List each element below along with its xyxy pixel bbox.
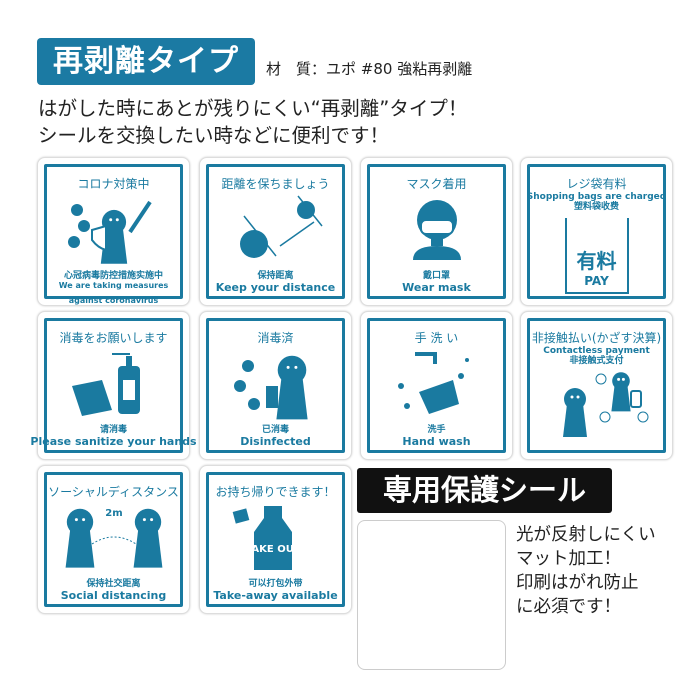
- sticker-title: 手 洗 い: [414, 331, 459, 345]
- sticker-caption: We are taking measures: [58, 281, 169, 290]
- sticker-caption: 保持社交距离: [86, 579, 141, 589]
- sticker-title: レジ袋有料: [566, 177, 627, 191]
- sticker-caption: against coronavirus: [68, 296, 159, 305]
- sticker-subtitle: Shopping bags are charged: [526, 192, 667, 202]
- takeout-label: TAKE OUT: [245, 544, 300, 555]
- sticker-caption: 洗手: [427, 425, 446, 435]
- sticker-title: ソーシャルディスタンス: [48, 485, 179, 499]
- sticker-title: 距離を保ちましょう: [221, 177, 330, 191]
- bag-sub: PAY: [584, 274, 609, 288]
- footprints-distance-icon: [209, 192, 342, 268]
- note-line: に必須です！: [516, 597, 621, 617]
- sticker-caption: Social distancing: [60, 589, 167, 602]
- contactless-payment-icon: [530, 366, 663, 444]
- sticker-subtitle: 非接触式支付: [569, 356, 624, 366]
- sticker-caption: 心冠病毒防控措施实施中: [63, 271, 163, 281]
- sticker-title: 非接触払い(かざす決算): [531, 331, 662, 345]
- note-line: 印刷はがれ防止: [516, 573, 639, 593]
- knight-virus-icon: [47, 192, 180, 268]
- sticker-caption: Disinfected: [240, 435, 311, 448]
- social-distance-icon: 2m: [47, 500, 180, 576]
- sanitizer-hands-icon: [47, 346, 180, 422]
- type-badge: 再剥離タイプ: [37, 38, 255, 85]
- takeout-bag-icon: TAKE OUT: [209, 500, 342, 576]
- spray-person-icon: [209, 346, 342, 422]
- lead-line-1: はがした時にあとが残りにくい“再剥離”タイプ！: [38, 97, 468, 120]
- protect-badge: 専用保護シール: [357, 468, 612, 513]
- sticker-title: お持ち帰りできます！: [215, 485, 336, 499]
- sticker-title: 消毒をお願いします: [59, 331, 168, 345]
- sticker-title: 消毒済: [257, 331, 294, 345]
- protect-sticker-sample: [357, 520, 506, 670]
- handwash-icon: [370, 346, 503, 422]
- sticker-caption: Keep your distance: [215, 281, 336, 294]
- sticker-caption: 已消毒: [261, 425, 289, 435]
- sticker-caption: Hand wash: [402, 435, 471, 448]
- bag-text: 有料: [576, 249, 617, 273]
- sticker-subtitle: 塑料袋收费: [573, 202, 619, 212]
- sticker-title: マスク着用: [406, 177, 467, 191]
- distance-label: 2m: [105, 508, 122, 519]
- sticker-caption: Wear mask: [402, 281, 471, 294]
- sticker-caption: 可以打包外带: [248, 579, 303, 589]
- sticker-caption: 保持距离: [257, 271, 294, 281]
- sticker-caption: Please sanitize your hands: [30, 435, 197, 448]
- sticker-caption: 戴口罩: [422, 271, 450, 281]
- sticker-title: コロナ対策中: [77, 177, 150, 191]
- note-line: マット加工！: [516, 549, 621, 569]
- mask-person-icon: [370, 192, 503, 268]
- sticker-subtitle: Contactless payment: [543, 346, 650, 356]
- sticker-caption: Take-away available: [213, 589, 338, 602]
- protect-note: 光が反射しにくい マット加工！ 印刷はがれ防止 に必須です！: [516, 523, 656, 619]
- lead-line-2: シールを交換したい時などに便利です！: [38, 124, 390, 147]
- material-text: 材 質：ユポ #80 強粘再剥離: [266, 60, 473, 78]
- sticker-caption: 请消毒: [99, 425, 127, 435]
- note-line: 光が反射しにくい: [516, 525, 656, 545]
